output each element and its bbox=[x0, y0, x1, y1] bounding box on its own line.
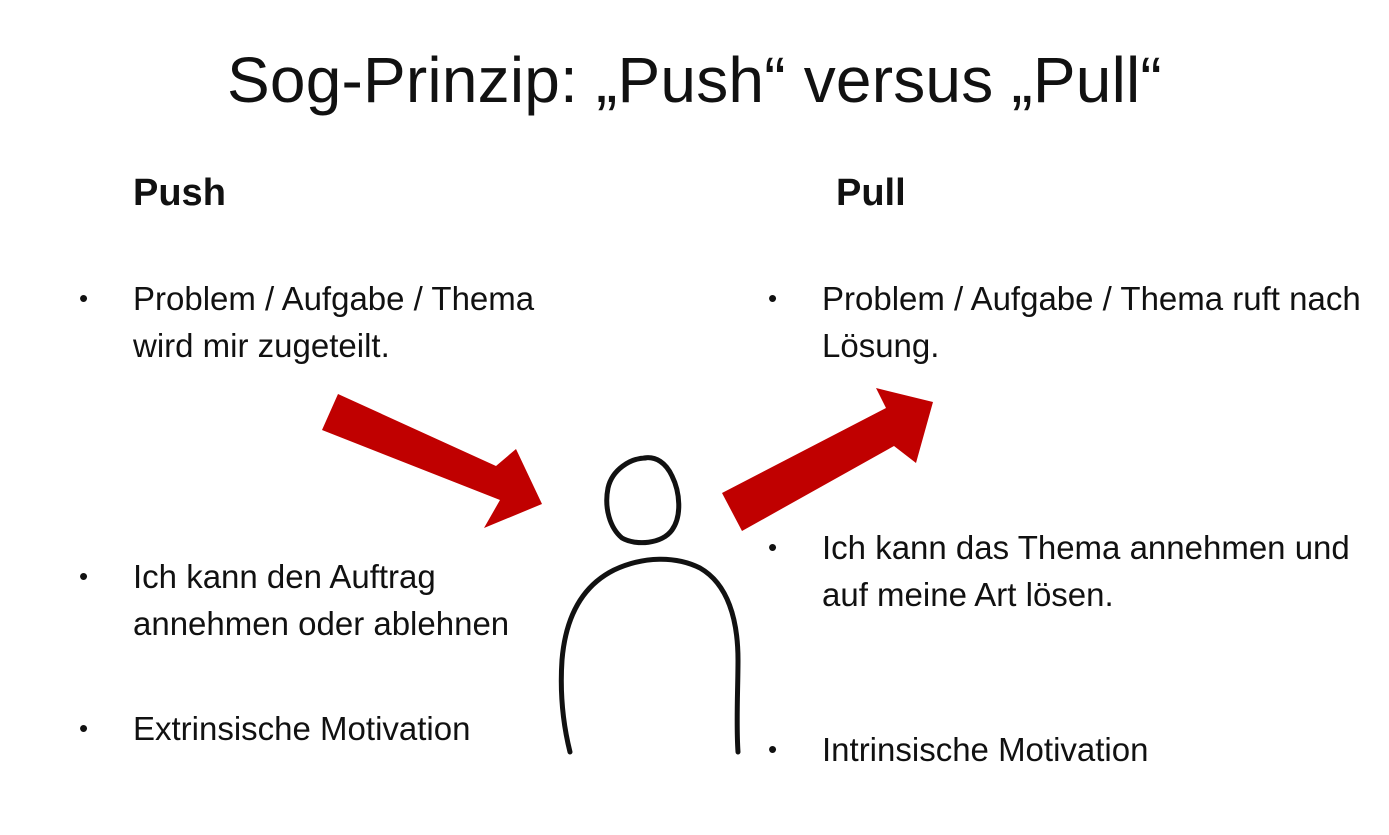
push-bullet-item: • Ich kann den Auftrag annehmen oder abl… bbox=[79, 553, 513, 647]
pull-bullet-text: Intrinsische Motivation bbox=[822, 731, 1149, 768]
pull-heading: Pull bbox=[836, 172, 906, 214]
pull-bullet-item: • Problem / Aufgabe / Thema ruft nach Lö… bbox=[768, 275, 1362, 369]
push-bullet-text: Extrinsische Motivation bbox=[133, 710, 471, 747]
bullet-dot: • bbox=[768, 283, 778, 313]
pull-bullet-text: Problem / Aufgabe / Thema ruft nach Lösu… bbox=[822, 280, 1361, 364]
arrow-up-right-icon bbox=[722, 388, 933, 531]
slide-title: Sog-Prinzip: „Push“ versus „Pull“ bbox=[227, 44, 1162, 116]
pull-bullet-item: • Intrinsische Motivation bbox=[768, 726, 1242, 773]
bullet-dot: • bbox=[768, 734, 778, 764]
push-bullet-item: • Extrinsische Motivation bbox=[79, 705, 553, 752]
bullet-dot: • bbox=[768, 532, 778, 562]
arrow-down-right-icon bbox=[322, 394, 542, 528]
push-heading: Push bbox=[133, 172, 226, 214]
push-bullet-text: Ich kann den Auftrag annehmen oder ableh… bbox=[133, 558, 510, 642]
pull-bullet-text: Ich kann das Thema annehmen und auf mein… bbox=[822, 529, 1350, 613]
bullet-dot: • bbox=[79, 561, 89, 591]
bullet-dot: • bbox=[79, 713, 89, 743]
push-bullet-item: • Problem / Aufgabe / Thema wird mir zug… bbox=[79, 275, 603, 369]
bullet-dot: • bbox=[79, 283, 89, 313]
person-sketch-icon bbox=[558, 455, 741, 755]
push-bullet-text: Problem / Aufgabe / Thema wird mir zuget… bbox=[133, 280, 535, 364]
pull-bullet-item: • Ich kann das Thema annehmen und auf me… bbox=[768, 524, 1362, 618]
